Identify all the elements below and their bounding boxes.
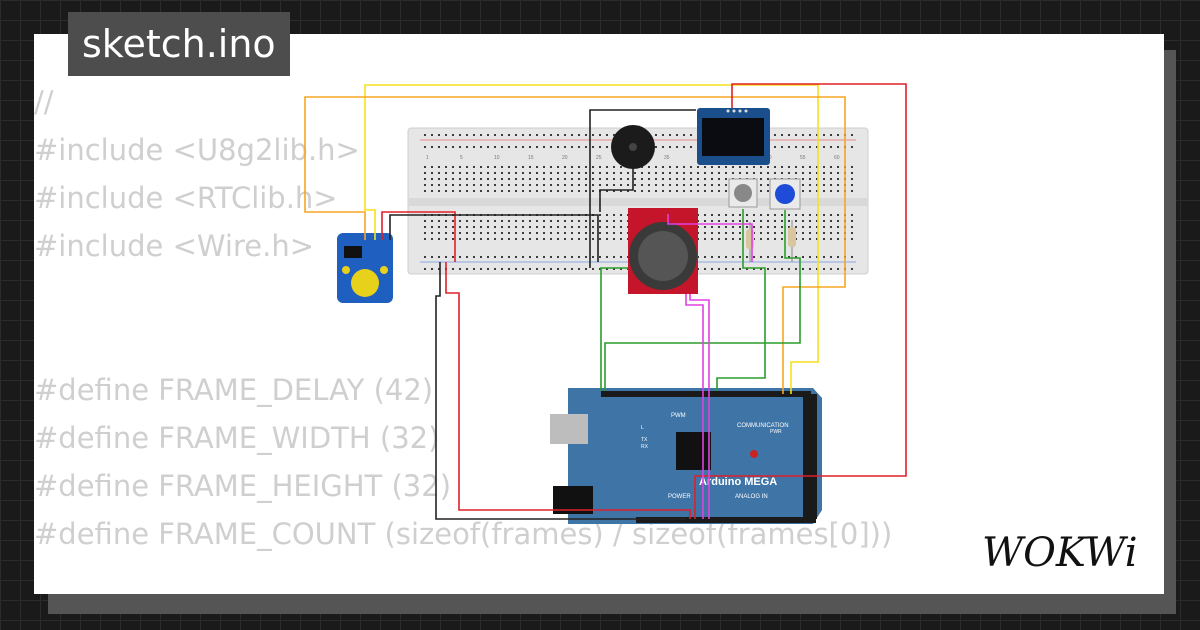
wire-red: [694, 83, 907, 519]
wire-red: [445, 262, 691, 519]
code-preview: // #include <U8g2lib.h> #include <RTClib…: [34, 78, 892, 558]
communication-label: COMMUNICATION: [737, 423, 789, 429]
power-label: POWER: [668, 494, 691, 500]
pwm-label: PWM: [671, 413, 686, 419]
oled-display-icon[interactable]: [697, 108, 770, 165]
led-label-tx: TX: [641, 437, 648, 443]
wire-orange: [304, 96, 846, 394]
wire-green: [600, 267, 628, 391]
wire-magenta: [667, 214, 753, 262]
board-name: Arduino MEGA: [699, 476, 777, 488]
wire-yellow: [364, 84, 819, 394]
push-button-icon[interactable]: [769, 178, 801, 210]
breadboard-column-number: 35: [664, 155, 670, 161]
code-line: #define FRAME_DELAY (42): [34, 373, 434, 407]
code-line: #include <RTClib.h>: [34, 181, 338, 215]
wire-black: [589, 109, 696, 268]
usb-port-icon: [550, 414, 588, 444]
wire-black: [389, 214, 599, 262]
breadboard-column-number: 1: [426, 155, 429, 161]
breadboard-column-number: 5: [460, 155, 463, 161]
breadboard-column-number: 55: [800, 155, 806, 161]
code-line: #define FRAME_HEIGHT (32): [34, 469, 452, 503]
buzzer-icon[interactable]: [611, 125, 655, 169]
code-line: //: [34, 85, 54, 119]
joystick-icon[interactable]: [628, 208, 698, 294]
push-button-icon[interactable]: [728, 178, 758, 208]
wire-green: [716, 209, 766, 391]
rtc-module-icon[interactable]: [337, 233, 393, 303]
breadboard-column-number: 60: [834, 155, 840, 161]
analog-in-label: ANALOG IN: [735, 494, 768, 500]
code-line: #include <Wire.h>: [34, 229, 315, 263]
wire-black: [435, 262, 686, 520]
code-line: #include <U8g2lib.h>: [34, 133, 360, 167]
pwr-led-label: PWR: [770, 429, 782, 435]
led-label-l: L: [641, 425, 644, 431]
wire-magenta: [685, 294, 704, 519]
wires: [304, 83, 907, 520]
arduino-mega-board[interactable]: Arduino MEGA PWM COMMUNICATION POWER ANA…: [550, 388, 822, 524]
wokwi-logo-text: WOKWi: [982, 530, 1138, 576]
breadboard-column-number: 10: [494, 155, 500, 161]
breadboard-column-number: 20: [562, 155, 568, 161]
code-line: #define FRAME_WIDTH (32): [34, 421, 440, 455]
resistor-icon: [788, 220, 796, 262]
wokwi-logo-icon: WOKWi: [982, 530, 1138, 576]
wire-red: [381, 211, 456, 262]
sketch-filename-tab: sketch.ino: [68, 12, 290, 76]
wire-magenta: [689, 294, 710, 519]
wire-black: [599, 169, 634, 212]
breadboard-column-number: 25: [596, 155, 602, 161]
wire-green: [604, 210, 801, 391]
led-label-rx: RX: [641, 444, 649, 450]
breadboard-column-number: 15: [528, 155, 534, 161]
